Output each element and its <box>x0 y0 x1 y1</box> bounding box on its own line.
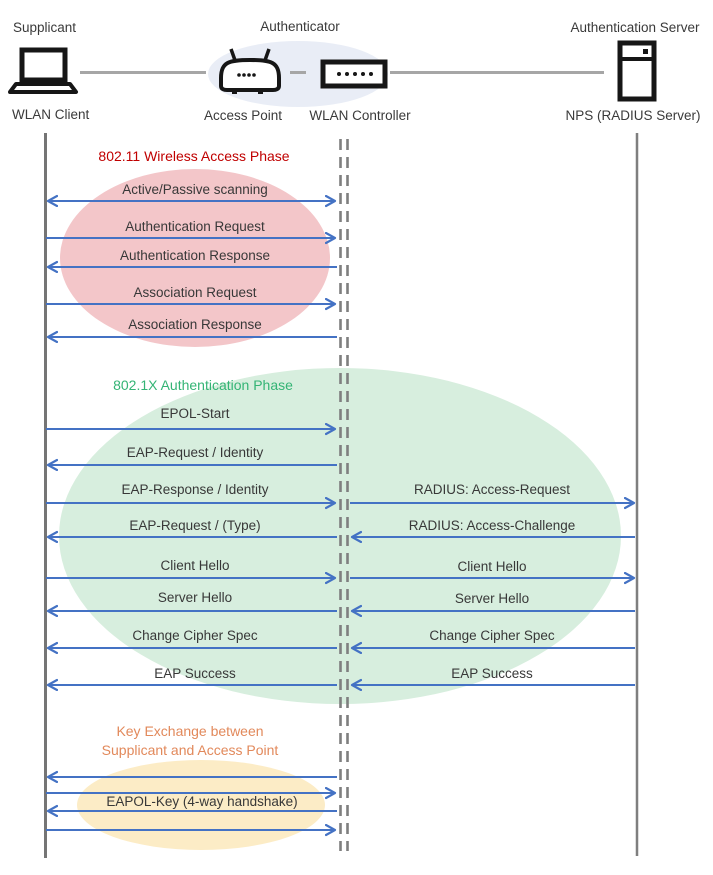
key-exchange-ellipse <box>77 760 325 850</box>
laptop-icon <box>8 47 78 94</box>
access-point-label: Access Point <box>203 108 283 123</box>
message-label: Client Hello <box>457 559 527 574</box>
message-label: EAPOL-Key (4-way handshake) <box>106 794 298 809</box>
wlan-controller-label: WLAN Controller <box>309 108 411 123</box>
message-label: EAP-Request / (Type) <box>129 518 261 533</box>
access-point-icon <box>219 48 281 94</box>
authenticator-lifeline-dashed <box>339 139 349 851</box>
message-label: EPOL-Start <box>160 406 230 421</box>
server-icon <box>617 40 657 102</box>
message-label: Authentication Request <box>125 219 265 234</box>
message-label: Change Cipher Spec <box>132 628 258 643</box>
wlan-controller-icon <box>320 59 388 89</box>
message-label: EAP-Response / Identity <box>121 482 269 497</box>
server-role-label: Authentication Server <box>570 20 700 35</box>
nps-server-label: NPS (RADIUS Server) <box>565 108 701 123</box>
message-label: Association Request <box>133 285 257 300</box>
message-label: Change Cipher Spec <box>429 628 555 643</box>
message-label: EAP Success <box>154 666 236 681</box>
message-label: EAP Success <box>451 666 533 681</box>
phase-80211-ellipse <box>60 169 330 347</box>
message-label: Association Response <box>128 317 262 332</box>
key-exchange-title-line2: Supplicant and Access Point <box>101 742 279 758</box>
right-message-arrows <box>350 503 635 685</box>
key-exchange-title-line1: Key Exchange between <box>116 723 264 739</box>
wlan-client-label: WLAN Client <box>12 107 90 122</box>
message-label: Server Hello <box>157 590 233 605</box>
phase-80211-title: 802.11 Wireless Access Phase <box>98 148 290 164</box>
message-label: Client Hello <box>160 558 230 573</box>
message-label: Server Hello <box>454 591 530 606</box>
supplicant-role-label: Supplicant <box>13 20 77 35</box>
left-message-arrows <box>46 201 337 830</box>
message-label: RADIUS: Access-Challenge <box>408 518 576 533</box>
message-label: EAP-Request / Identity <box>126 445 264 460</box>
message-label: Authentication Response <box>119 248 271 263</box>
authenticator-role-label: Authenticator <box>260 19 340 34</box>
message-label: Active/Passive scanning <box>122 182 268 197</box>
phase-8021x-title: 802.1X Authentication Phase <box>113 377 293 393</box>
message-label: RADIUS: Access-Request <box>413 482 571 497</box>
